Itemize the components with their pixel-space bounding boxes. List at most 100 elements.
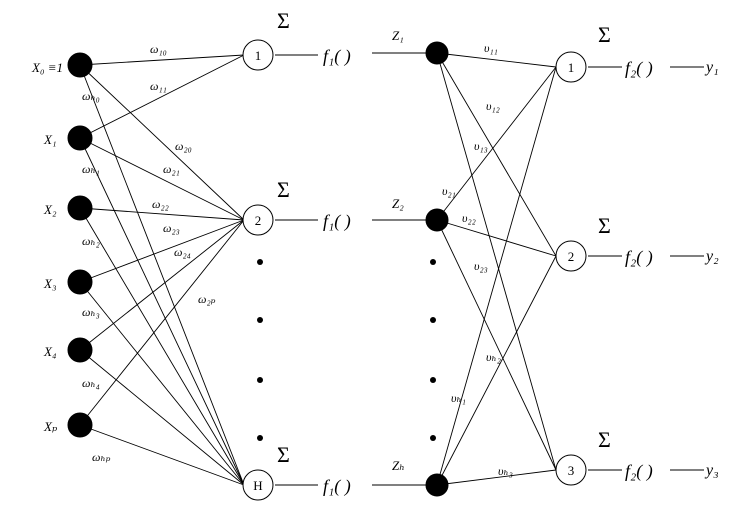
output-node-label: 1	[568, 60, 575, 75]
output-node-2	[555, 240, 587, 272]
input-label-xp: Xₚ	[43, 419, 57, 434]
ellipsis-dot	[430, 317, 436, 323]
weight-label: υ₂₁	[442, 184, 456, 198]
output-y1: y₁	[704, 59, 719, 76]
input-node-x3	[67, 269, 93, 295]
sum-symbol: Σ	[277, 442, 290, 467]
z-node-2	[425, 208, 449, 232]
hidden-node-h	[242, 469, 274, 501]
edge-z2-o3	[436, 219, 557, 471]
hidden-node-1	[242, 39, 274, 71]
edge-x0-h1	[79, 54, 245, 66]
ellipsis-dot	[430, 435, 436, 441]
input-node-x4	[67, 337, 93, 363]
ellipsis-dot	[430, 377, 436, 383]
input-hidden-edges	[79, 54, 245, 486]
z-output-edges	[436, 52, 557, 486]
output-node-1	[555, 51, 587, 83]
output-layer: 1 2 3 Σ Σ Σ	[555, 22, 611, 486]
hidden-layer: 1 2 H Σ Σ Σ	[242, 8, 290, 501]
weight-label: ωₕ₂	[82, 234, 100, 248]
hidden-activations: f₁( ) f₁( ) f₁( )	[323, 46, 351, 497]
outputs: y₁ y₂ y₃	[704, 59, 719, 479]
hidden-node-label: 2	[255, 213, 262, 228]
hidden-node-label: H	[253, 478, 262, 493]
input-label-x3: X₃	[43, 276, 56, 291]
weight-label: ωₕ₄	[82, 376, 100, 390]
sum-symbol: Σ	[277, 177, 290, 202]
weight-label: ω₁₁	[150, 79, 167, 93]
weight-label: ωₕ₃	[82, 305, 100, 319]
weight-label: υ₂₂	[462, 211, 476, 225]
activation-f1: f₁( )	[323, 211, 351, 232]
edge-z1-o3	[436, 52, 557, 471]
sum-symbol: Σ	[598, 213, 611, 238]
input-layer: X₀ ≡1 X₁ X₂ X₃ X₄ Xₚ	[31, 52, 93, 438]
input-node-x1	[67, 125, 93, 151]
weight-label: υ₁₁	[484, 41, 498, 55]
edge-x0-hH	[79, 64, 245, 486]
z-label: Zₕ	[392, 458, 405, 473]
input-label-x0: X₀ ≡1	[31, 60, 63, 75]
output-weights: υ₁₁ υ₁₂ υ₁₃ υ₂₁ υ₂₂ υ₂₃ υₕ₁ υₕ₂ υₕ₃	[442, 41, 513, 478]
weight-label: υ₁₃	[474, 139, 488, 153]
weight-label: ω₁₀	[150, 42, 167, 56]
edge-zh-o3	[436, 469, 557, 486]
activation-f2: f₂( )	[625, 247, 653, 268]
sum-symbol: Σ	[598, 22, 611, 47]
edge-zh-o1	[436, 66, 557, 486]
ellipsis-dot	[257, 259, 263, 265]
sum-symbol: Σ	[277, 8, 290, 33]
weight-label: ω₂ₚ	[198, 292, 216, 306]
weight-label: ω₂₄	[174, 245, 191, 259]
chain-lines	[275, 52, 704, 486]
input-node-xp	[67, 412, 93, 438]
input-label-x1: X₁	[43, 132, 56, 147]
edge-x3-h2	[79, 219, 245, 283]
z-node-h	[425, 473, 449, 497]
weight-label: υₕ₃	[498, 464, 513, 478]
weight-label: υₕ₂	[486, 350, 501, 364]
weight-label: ω₂₃	[163, 221, 180, 235]
weight-label: ωₕ₀	[82, 89, 100, 103]
edge-x1-hH	[79, 137, 245, 486]
edge-x2-h2	[79, 207, 245, 221]
z-label: Z₁	[392, 28, 404, 43]
weight-label: ω₂₂	[152, 197, 169, 211]
ellipsis-dot	[257, 377, 263, 383]
edge-x1-h1	[79, 54, 245, 139]
ellipsis-dot	[257, 317, 263, 323]
weight-label: ω₂₀	[175, 139, 192, 153]
output-node-label: 2	[568, 249, 575, 264]
z-node-1	[425, 41, 449, 65]
input-node-x2	[67, 195, 93, 221]
edge-xp-h2	[79, 219, 245, 426]
input-weights: ω₁₀ ω₁₁ ω₂₀ ω₂₁ ω₂₂ ω₂₃ ω₂₄ ω₂ₚ ωₕ₀ ωₕ₁ …	[82, 42, 216, 464]
edge-x4-h2	[79, 219, 245, 351]
output-node-label: 3	[568, 463, 575, 478]
z-layer: Z₁ Z₂ Zₕ	[392, 28, 449, 497]
weight-label: ωₕ₁	[82, 162, 100, 176]
activation-f1: f₁( )	[323, 476, 351, 497]
input-label-x2: X₂	[43, 202, 57, 217]
z-label: Z₂	[392, 196, 404, 211]
output-y3: y₃	[704, 462, 719, 479]
hidden-node-label: 1	[255, 48, 262, 63]
output-y2: y₂	[704, 248, 719, 265]
edge-x2-hH	[79, 207, 245, 486]
edge-x0-h2	[79, 64, 245, 221]
edge-x4-hH	[79, 349, 245, 486]
edge-z2-o2	[436, 219, 557, 257]
edge-xp-hH	[79, 424, 245, 486]
weight-label: υ₁₂	[486, 99, 500, 113]
hidden-node-2	[242, 204, 274, 236]
ellipsis-dot	[430, 259, 436, 265]
activation-f2: f₂( )	[625, 58, 653, 79]
weight-label: ω₂₁	[163, 162, 180, 176]
edge-x1-h2	[79, 137, 245, 221]
edge-z1-o2	[436, 52, 557, 257]
weight-label: ωₕₚ	[92, 450, 111, 464]
weight-label: υ₂₃	[474, 259, 488, 273]
input-node-x0	[67, 52, 93, 78]
